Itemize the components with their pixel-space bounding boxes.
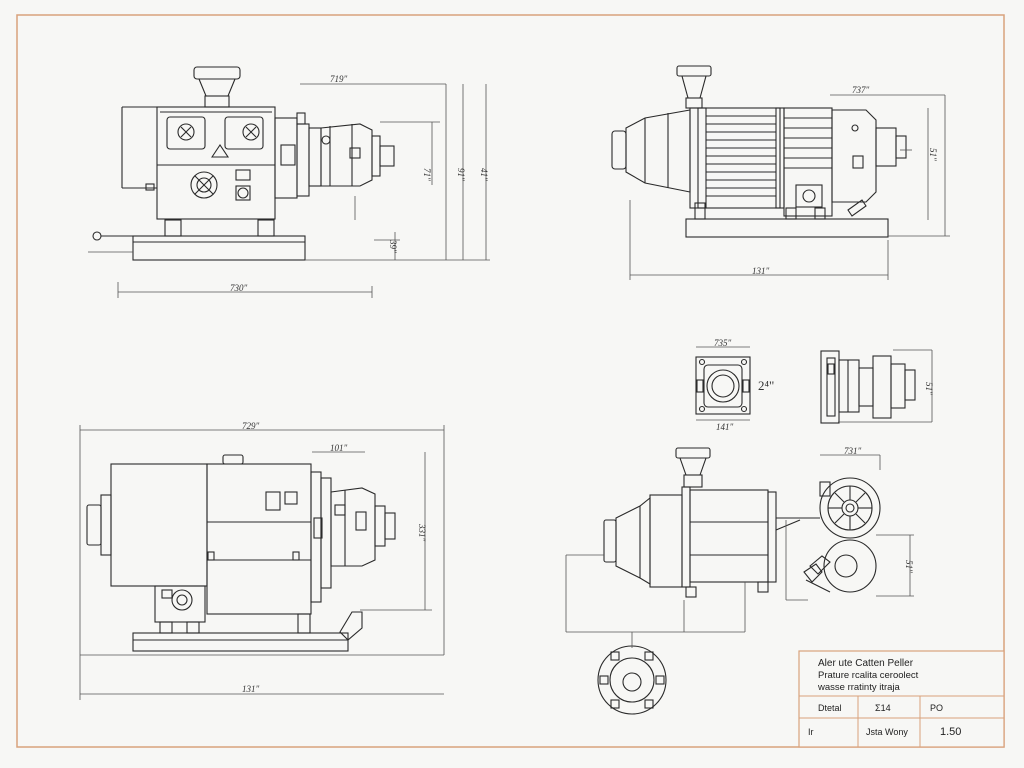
dim-front-right-2: 91" bbox=[456, 168, 466, 181]
sheet-border bbox=[16, 14, 1005, 748]
flange-note: 2⁴" bbox=[758, 378, 774, 393]
title-line-1: Aler ute Catten Peller bbox=[818, 658, 914, 669]
dim-side-right: 51" bbox=[928, 148, 938, 161]
title-line-3: wasse rratinty itraja bbox=[817, 682, 901, 693]
dim-bottom-right-right: 51" bbox=[904, 560, 914, 573]
dim-front-right-3: 41" bbox=[479, 168, 489, 181]
dim-front-bottom: 730" bbox=[230, 283, 248, 293]
view-front-left bbox=[92, 66, 395, 261]
view-flange-dimensions bbox=[696, 346, 750, 421]
view-end-detail bbox=[820, 350, 916, 424]
dim-flange-bottom: 141" bbox=[716, 422, 734, 432]
title-cell-r2c3: 1.50 bbox=[940, 726, 961, 738]
dim-bottom-left-right: 331" bbox=[417, 523, 427, 542]
dim-front-small: 39" bbox=[388, 239, 398, 253]
title-cell-r1c3: PO bbox=[930, 703, 943, 713]
dim-bottom-left-top-small: 101" bbox=[330, 443, 348, 453]
title-cell-r1c1: Dtetal bbox=[818, 703, 842, 713]
view-flange-detail bbox=[695, 356, 751, 415]
view-bottom-right bbox=[597, 447, 881, 715]
view-bottom-right-dimensions bbox=[565, 454, 914, 648]
view-bottom-left-dimensions bbox=[79, 425, 445, 700]
title-cell-r1c2: Σ14 bbox=[875, 703, 891, 713]
dim-bottom-left-bottom: 131" bbox=[242, 684, 260, 694]
view-front-left-dimensions bbox=[88, 83, 490, 298]
view-bottom-left bbox=[86, 454, 396, 652]
dim-side-bottom: 131" bbox=[752, 266, 770, 276]
title-line-2: Prature rcalita ceroolect bbox=[818, 670, 919, 681]
view-side-right bbox=[611, 65, 907, 238]
dim-flange-top: 735" bbox=[714, 338, 732, 348]
dim-front-top: 719" bbox=[330, 74, 348, 84]
view-end-dimensions bbox=[838, 349, 933, 423]
dim-bottom-right-top: 731" bbox=[844, 446, 862, 456]
dim-front-right-1: 71" bbox=[422, 168, 432, 181]
title-block: Aler ute Catten Peller Prature rcalita c… bbox=[798, 650, 1005, 748]
title-cell-r2c2: Jsta Wony bbox=[866, 727, 908, 737]
dim-side-top: 737" bbox=[852, 85, 870, 95]
title-cell-r2c1: Ir bbox=[808, 727, 814, 737]
dim-end-right: 51" bbox=[924, 382, 934, 395]
view-side-right-dimensions bbox=[629, 94, 950, 280]
dim-bottom-left-top: 729" bbox=[242, 421, 260, 431]
